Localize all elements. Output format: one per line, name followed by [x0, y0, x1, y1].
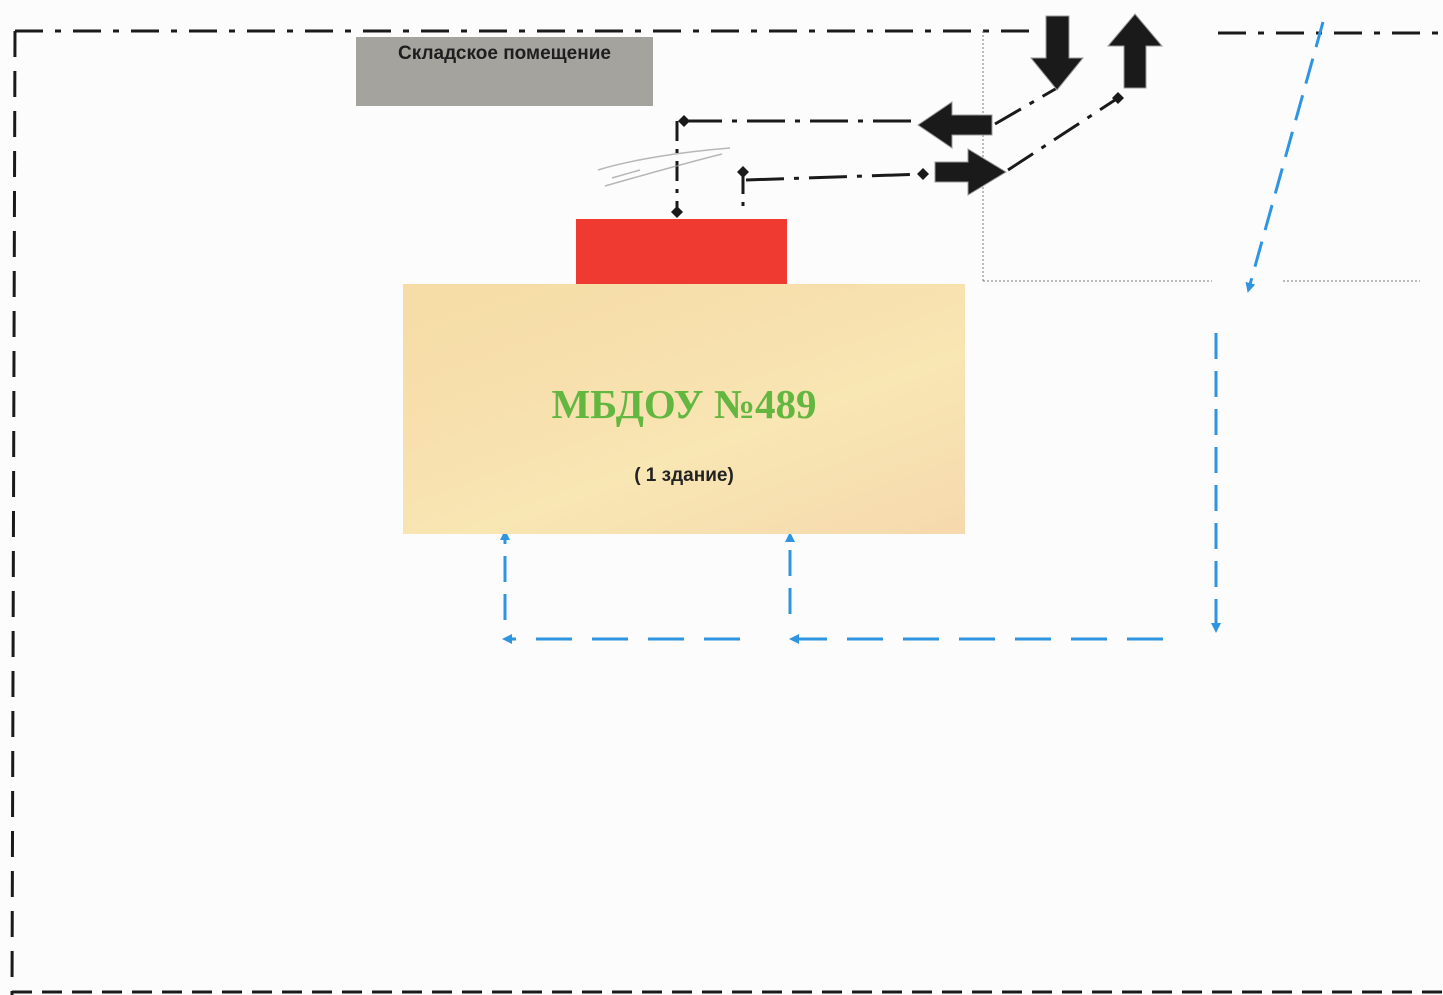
route-node — [917, 168, 929, 180]
zone-boundary — [982, 31, 1420, 282]
route-node — [671, 206, 683, 218]
vehicle-route-lower-horizontal — [745, 172, 926, 182]
vehicle-route-diagonal-out — [1007, 96, 1119, 172]
entrance-block — [576, 219, 787, 284]
route-node — [678, 115, 690, 127]
pedestrian-route — [500, 21, 1325, 644]
pedestrian-route-entry-diagonal — [1245, 21, 1325, 293]
arrow-right-icon — [934, 148, 1007, 196]
building-subtitle: ( 1 здание) — [634, 465, 734, 486]
vehicle-route-diagonal-in — [994, 86, 1058, 126]
building-block: МБДОУ №489 ( 1 здание) — [403, 284, 965, 534]
vehicle-route-nodes — [671, 92, 1124, 218]
route-node — [737, 166, 749, 178]
arrow-down-icon — [1029, 15, 1085, 91]
arrow-up-icon — [1106, 13, 1164, 89]
perimeter-left-side — [10, 30, 17, 995]
territory-perimeter — [10, 29, 1443, 995]
vehicle-route — [675, 86, 1119, 213]
building-title: МБДОУ №489 — [551, 381, 817, 427]
traffic-arrows — [917, 13, 1164, 196]
route-node — [1112, 92, 1124, 104]
scan-artifact-scribble — [597, 147, 731, 187]
warehouse-label: Складское помещение — [356, 37, 653, 106]
arrow-left-icon — [917, 101, 993, 149]
